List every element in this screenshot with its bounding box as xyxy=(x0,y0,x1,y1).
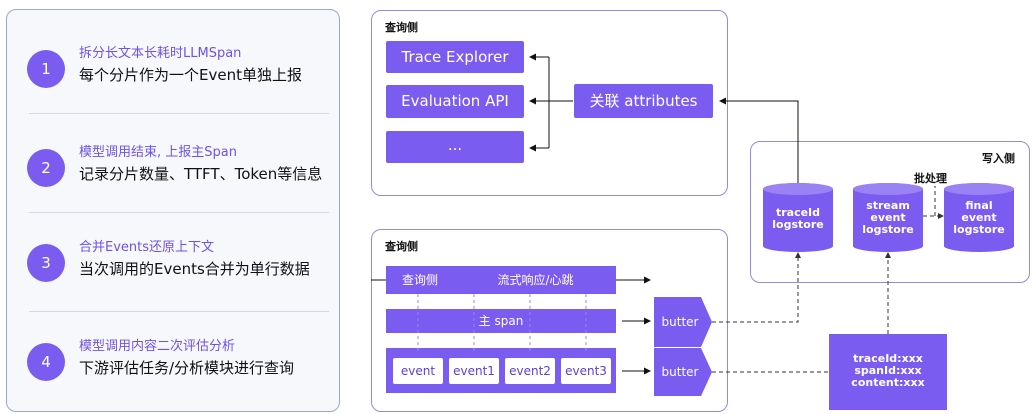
step-number: 4 xyxy=(27,343,65,381)
step-1: 1 拆分长文本长耗时LLMSpan 每个分片作为一个Event单独上报 xyxy=(7,10,341,109)
step-title: 合并Events还原上下文 xyxy=(79,240,215,255)
timeline-header xyxy=(386,266,616,294)
step-number: 2 xyxy=(27,149,65,187)
traceid-logstore: traceId logstore xyxy=(763,183,833,252)
butter-label: butter xyxy=(661,315,699,329)
step-4: 4 模型调用内容二次评估分析 下游评估任务/分析模块进行查询 xyxy=(7,311,341,410)
panel-title: 写入侧 xyxy=(982,152,1015,165)
store-label-line: traceId xyxy=(775,206,821,219)
record-line: content:xxx xyxy=(851,376,925,389)
step-title: 模型调用内容二次评估分析 xyxy=(79,339,236,354)
step-description: 当次调用的Events合并为单行数据 xyxy=(79,260,310,278)
step-description: 下游评估任务/分析模块进行查询 xyxy=(79,359,295,377)
store-label-line: logstore xyxy=(862,223,914,236)
event-chip[interactable]: event1 xyxy=(449,358,499,384)
divider xyxy=(29,311,329,312)
link-attributes-button[interactable]: 关联 attributes xyxy=(574,84,713,118)
step-description: 记录分片数量、TTFT、Token等信息 xyxy=(79,165,323,183)
record-line: spanId:xxx xyxy=(854,364,922,377)
butter-top[interactable]: butter xyxy=(654,297,712,347)
evaluation-api-button[interactable]: Evaluation API xyxy=(386,85,524,118)
divider xyxy=(29,212,329,213)
step-title: 模型调用结束, 上报主Span xyxy=(79,145,237,160)
butter-bottom[interactable]: butter xyxy=(654,348,712,396)
store-label-line: final xyxy=(965,199,993,212)
step-title: 拆分长文本长耗时LLMSpan xyxy=(79,46,242,61)
event-chip[interactable]: event xyxy=(393,358,443,384)
event-chip[interactable]: event2 xyxy=(505,358,555,384)
butter-label: butter xyxy=(661,365,699,379)
trace-explorer-button[interactable]: Trace Explorer xyxy=(386,41,524,73)
step-number: 1 xyxy=(27,50,65,88)
panel-title: 查询侧 xyxy=(385,240,418,253)
store-label-line: logstore xyxy=(953,223,1005,236)
batch-label: 批处理 xyxy=(914,172,947,185)
store-label-line: logstore xyxy=(772,218,824,231)
record-box: traceId:xxx spanId:xxx content:xxx xyxy=(829,334,947,410)
panel-title: 查询侧 xyxy=(385,21,418,34)
timeline-header-left: 查询侧 xyxy=(401,273,438,287)
pentagon-arrow-icon xyxy=(654,348,712,396)
main-span-bar[interactable]: 主 span xyxy=(386,309,616,333)
store-label-line: event xyxy=(961,211,997,224)
steps-panel: 1 拆分长文本长耗时LLMSpan 每个分片作为一个Event单独上报 2 模型… xyxy=(6,9,340,412)
stream-event-logstore: stream event logstore xyxy=(853,183,923,252)
step-number: 3 xyxy=(27,244,65,282)
divider xyxy=(29,113,329,114)
timeline-header-right: 流式响应/心跳 xyxy=(497,273,574,287)
step-description: 每个分片作为一个Event单独上报 xyxy=(79,66,302,84)
event-chip[interactable]: event3 xyxy=(561,358,611,384)
more-button[interactable]: ... xyxy=(386,131,524,163)
pentagon-arrow-icon xyxy=(654,297,712,347)
record-line: traceId:xxx xyxy=(853,352,923,365)
cylinder-icon xyxy=(944,183,1014,252)
final-event-logstore: final event logstore xyxy=(944,183,1014,252)
cylinder-icon xyxy=(763,183,833,252)
store-label-line: stream xyxy=(866,199,910,212)
store-label-line: event xyxy=(870,211,906,224)
step-3: 3 合并Events还原上下文 当次调用的Events合并为单行数据 xyxy=(7,212,341,311)
cylinder-icon xyxy=(853,183,923,252)
step-2: 2 模型调用结束, 上报主Span 记录分片数量、TTFT、Token等信息 xyxy=(7,113,341,212)
